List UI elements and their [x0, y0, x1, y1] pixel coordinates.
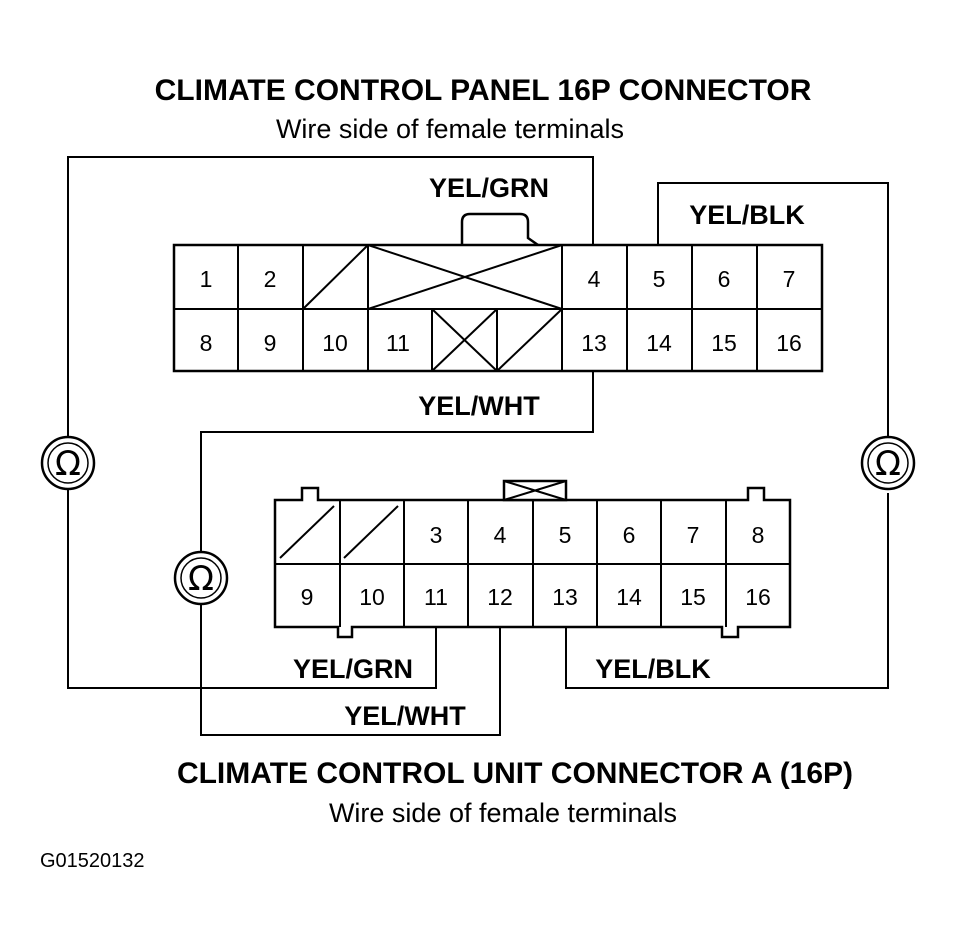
- top-pin-15: 15: [711, 330, 737, 356]
- ohm-icon: Ω: [55, 444, 81, 484]
- top-connector-latch: [460, 212, 539, 247]
- top-pin-7: 7: [783, 266, 796, 292]
- top-connector-title: CLIMATE CONTROL PANEL 16P CONNECTOR: [155, 74, 812, 107]
- bottom-connector: 3 4 5 6 7 8 9 10 11 12 13 14 15 16: [273, 479, 792, 639]
- bottom-pin-8: 8: [752, 522, 765, 548]
- wire-yel-grn-lower: [67, 487, 437, 689]
- bottom-pin-3: 3: [430, 522, 443, 548]
- top-pin-2: 2: [264, 266, 277, 292]
- bottom-yel-wht-label: YEL/WHT: [344, 701, 466, 731]
- bottom-pin-11: 11: [424, 584, 448, 610]
- top-yel-wht-label: YEL/WHT: [418, 391, 540, 421]
- bottom-connector-subtitle: Wire side of female terminals: [329, 798, 677, 828]
- bottom-pin-7: 7: [687, 522, 700, 548]
- bottom-pin-15: 15: [680, 584, 706, 610]
- ohmmeter-right: Ω: [860, 435, 916, 491]
- bottom-pin-14: 14: [616, 584, 642, 610]
- wire-yel-wht-lower: [200, 602, 501, 736]
- top-yel-grn-label: YEL/GRN: [429, 173, 549, 203]
- top-pin-11: 11: [386, 330, 410, 356]
- bottom-pin-5: 5: [559, 522, 572, 548]
- bottom-yel-grn-label: YEL/GRN: [293, 654, 413, 684]
- top-connector: 1 2 4 5 6 7 8 9 10 11 13 14 15 16: [172, 212, 824, 373]
- top-pin-6: 6: [718, 266, 731, 292]
- bottom-pin-12: 12: [487, 584, 513, 610]
- wire-yel-grn: [67, 156, 594, 440]
- figure-code: G01520132: [40, 850, 145, 872]
- top-pin-13: 13: [581, 330, 607, 356]
- top-pin-9: 9: [264, 330, 277, 356]
- bottom-connector-title: CLIMATE CONTROL UNIT CONNECTOR A (16P): [177, 757, 853, 790]
- wire-yel-wht: [200, 371, 594, 555]
- wire-yel-blk: [657, 182, 889, 437]
- ohm-icon: Ω: [188, 559, 214, 599]
- bottom-pin-4: 4: [494, 522, 507, 548]
- ohmmeter-middle: Ω: [173, 550, 229, 606]
- top-pin-5: 5: [653, 266, 666, 292]
- top-pin-8: 8: [200, 330, 213, 356]
- top-pin-14: 14: [646, 330, 672, 356]
- bottom-pin-6: 6: [623, 522, 636, 548]
- bottom-yel-blk-label: YEL/BLK: [595, 654, 711, 684]
- bottom-pin-16: 16: [745, 584, 771, 610]
- bottom-pin-13: 13: [552, 584, 578, 610]
- bottom-pin-10: 10: [359, 584, 385, 610]
- top-pin-4: 4: [588, 266, 601, 292]
- wire-yel-blk-lower: [565, 493, 889, 689]
- ohmmeter-left: Ω: [40, 435, 96, 491]
- top-yel-blk-label: YEL/BLK: [689, 200, 805, 230]
- top-connector-subtitle: Wire side of female terminals: [276, 114, 624, 144]
- top-pin-10: 10: [322, 330, 348, 356]
- top-pin-1: 1: [200, 266, 213, 292]
- bottom-pin-9: 9: [301, 584, 314, 610]
- top-pin-16: 16: [776, 330, 802, 356]
- ohm-icon: Ω: [875, 444, 901, 484]
